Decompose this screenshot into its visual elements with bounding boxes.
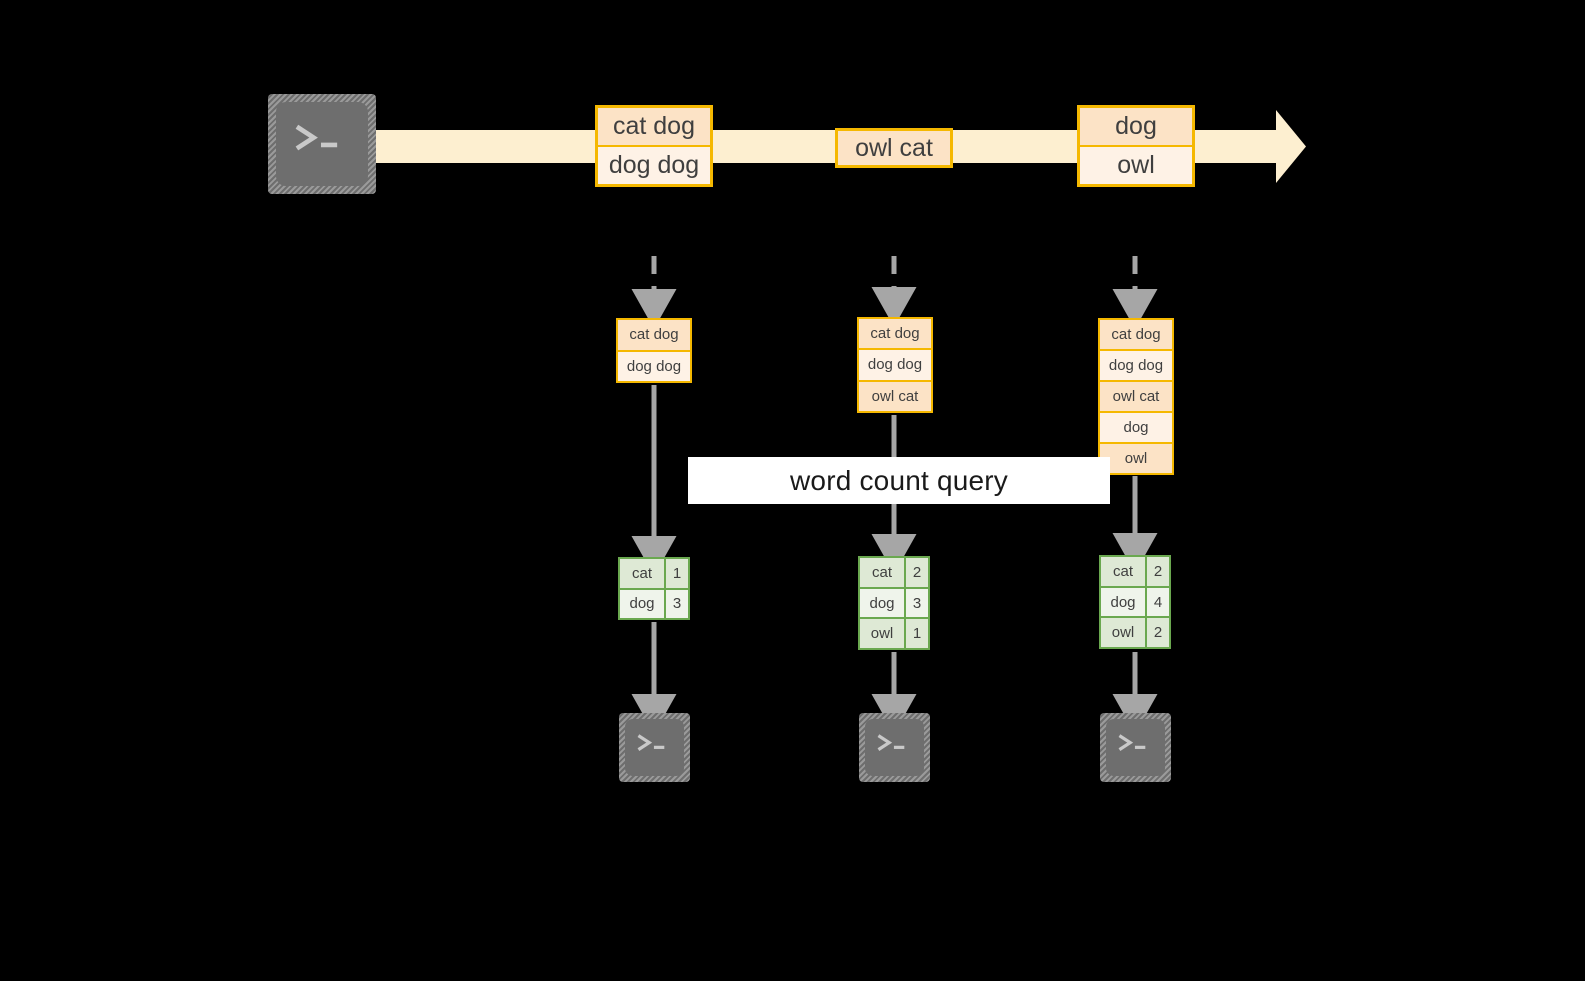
result-1-word-0: cat [620,559,666,588]
result-3-count-2: 2 [1153,624,1163,642]
stream-batch-1-row-0: cat dog [598,108,710,147]
snapshot-2-row-2: owl cat [859,381,931,411]
snapshot-3-row-4: owl [1100,444,1172,473]
snapshot-2-row-1: dog dog [859,350,931,382]
table-row: cat 1 [620,559,688,590]
terminal-screen [276,102,368,186]
result-2-count-0: 2 [912,563,922,581]
result-3-word-1: dog [1101,587,1147,617]
prompt-glyph-icon [637,734,664,752]
word-count-result-1[interactable]: cat 1 dog 3 [618,557,690,620]
result-1-count-0: 1 [672,564,682,582]
consumer-terminal-icon-3[interactable] [1100,713,1171,782]
result-2-word-0: cat [860,558,906,587]
stream-batch-3[interactable]: dog owl [1077,105,1195,187]
snapshot-1-row-1: dog dog [618,351,690,381]
result-3-word-0: cat [1101,557,1147,586]
prompt-glyph-icon [1118,734,1145,752]
word-count-query-label: word count query [688,457,1110,504]
terminal-screen [865,719,924,776]
snapshot-1[interactable]: cat dog dog dog [616,318,692,383]
result-2-word-1: dog [860,588,906,618]
stream-batch-1[interactable]: cat dog dog dog [595,105,713,187]
result-3-word-2: owl [1101,618,1147,648]
prompt-glyph-icon [877,734,904,752]
word-count-query-label-text: word count query [790,464,1008,496]
consumer-terminal-icon-1[interactable] [619,713,690,782]
table-row: owl 2 [1101,618,1169,648]
consumer-terminal-icon-2[interactable] [859,713,930,782]
table-row: dog 3 [860,588,928,620]
result-2-word-2: owl [860,619,906,649]
table-row: cat 2 [860,558,928,589]
table-row: cat 2 [1101,557,1169,588]
snapshot-3-row-1: dog dog [1100,351,1172,382]
table-row: dog 4 [1101,587,1169,619]
table-row: owl 1 [860,619,928,649]
stream-batch-3-row-1: owl [1080,147,1192,184]
result-3-count-1: 4 [1153,593,1163,611]
snapshot-3-row-2: owl cat [1100,382,1172,413]
result-1-count-1: 3 [672,595,682,613]
word-count-result-2[interactable]: cat 2 dog 3 owl 1 [858,556,930,650]
result-2-count-2: 1 [912,625,922,643]
snapshot-3-row-0: cat dog [1100,320,1172,351]
snapshot-2[interactable]: cat dog dog dog owl cat [857,317,933,413]
result-1-word-1: dog [620,589,666,618]
stream-batch-2[interactable]: owl cat [835,128,953,168]
snapshot-1-row-0: cat dog [618,320,690,352]
stream-batch-1-row-1: dog dog [598,147,710,184]
word-count-result-3[interactable]: cat 2 dog 4 owl 2 [1099,555,1171,649]
result-2-count-1: 3 [912,594,922,612]
prompt-glyph-icon [295,124,337,151]
snapshot-3-row-3: dog [1100,413,1172,444]
result-3-count-0: 2 [1153,562,1163,580]
terminal-screen [625,719,684,776]
table-row: dog 3 [620,589,688,618]
stream-batch-3-row-0: dog [1080,108,1192,147]
producer-terminal-icon[interactable] [268,94,376,194]
stream-batch-2-row-0: owl cat [838,131,950,165]
snapshot-3[interactable]: cat dog dog dog owl cat dog owl [1098,318,1174,475]
snapshot-2-row-0: cat dog [859,319,931,351]
terminal-screen [1106,719,1165,776]
